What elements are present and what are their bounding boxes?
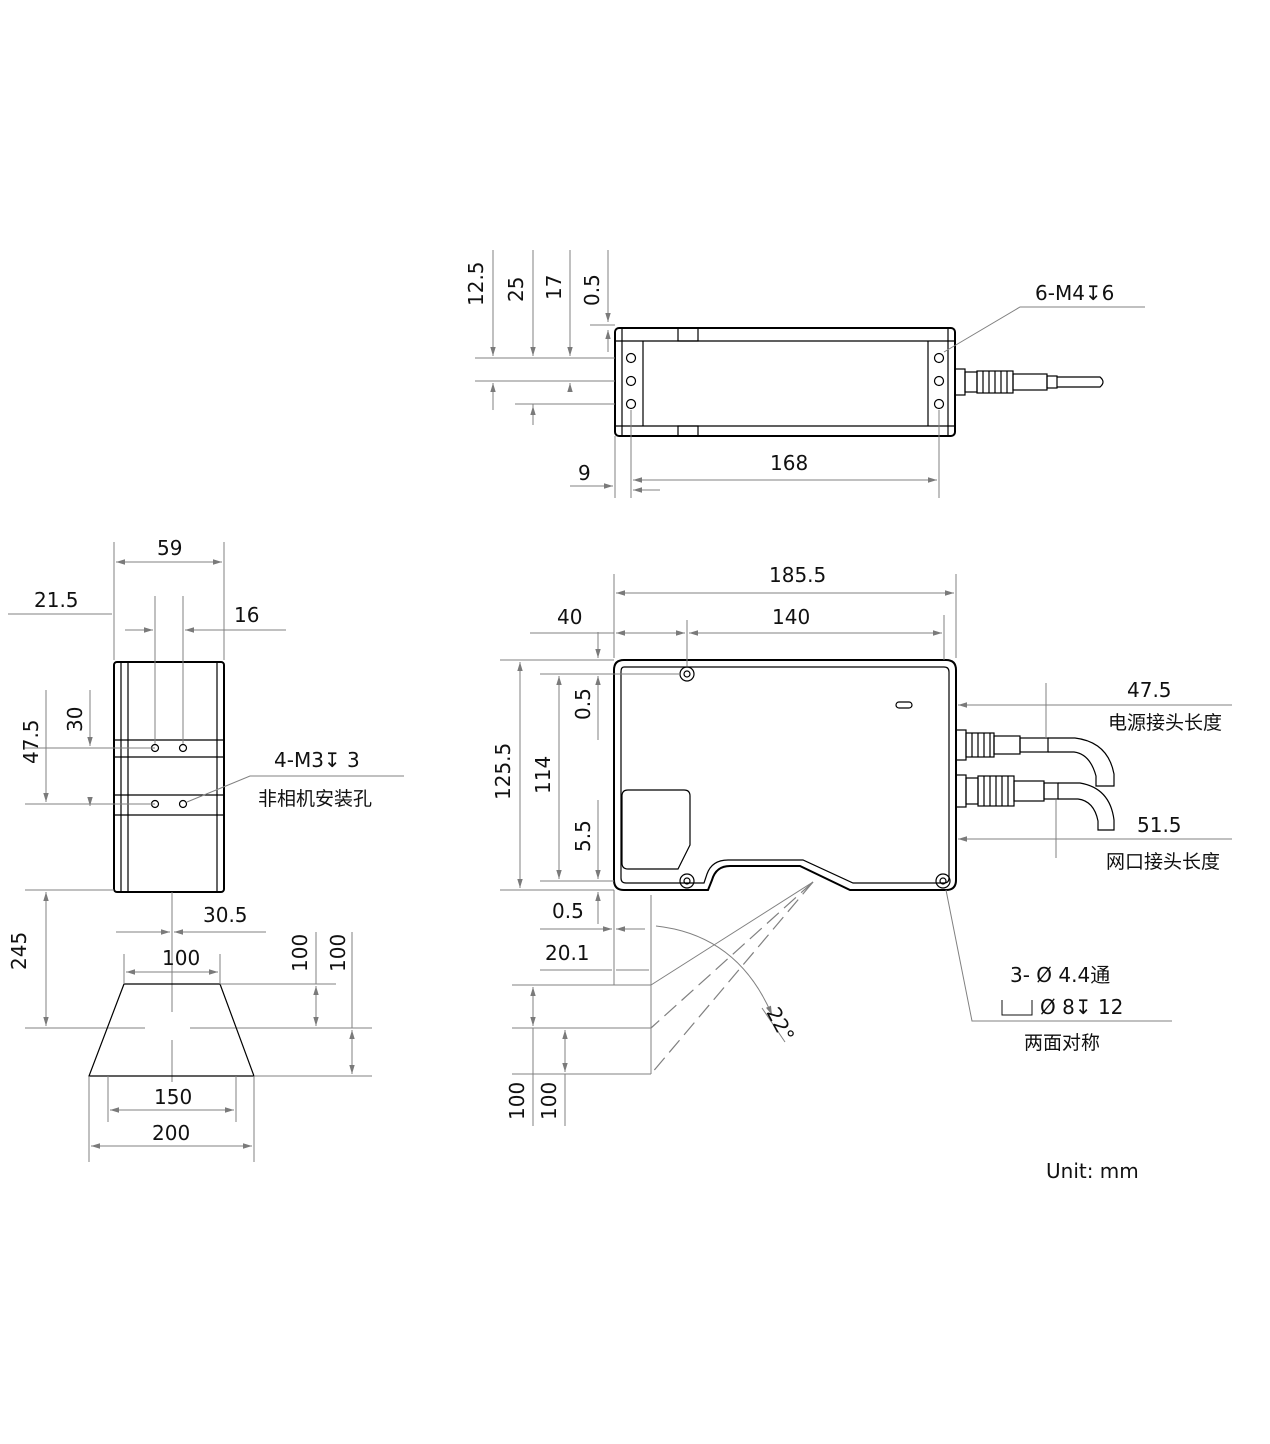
mount-hole bbox=[625, 398, 637, 410]
status-led bbox=[895, 701, 913, 709]
dim-laser-h1: 100 bbox=[505, 1082, 529, 1120]
front-hole bbox=[935, 873, 951, 889]
side-hole bbox=[178, 743, 188, 753]
dim-laser-h2: 100 bbox=[537, 1082, 561, 1120]
hole-note-4m3-sub: 非相机安装孔 bbox=[258, 788, 372, 810]
unit-label: Unit: mm bbox=[1046, 1159, 1139, 1183]
mount-hole bbox=[933, 352, 945, 364]
dim-185-5: 185.5 bbox=[769, 563, 826, 587]
hole-note-3-line2: Ø 8↧ 12 bbox=[1040, 995, 1123, 1019]
dim-59: 59 bbox=[157, 536, 182, 560]
dim-30: 30 bbox=[63, 707, 87, 732]
dim-fov-200: 200 bbox=[152, 1121, 190, 1145]
power-connector bbox=[955, 729, 1115, 787]
front-view: 185.5 40 140 125.5 114 0.5 5.5 0.5 20.1 bbox=[491, 563, 1232, 1126]
mount-hole bbox=[625, 375, 637, 387]
front-hole bbox=[679, 666, 695, 682]
dim-21-5: 21.5 bbox=[34, 588, 79, 612]
dim-125-5: 125.5 bbox=[491, 743, 515, 800]
net-length-value: 51.5 bbox=[1137, 813, 1182, 837]
dim-0-5: 0.5 bbox=[580, 274, 604, 306]
side-view-body bbox=[113, 661, 225, 893]
top-connector bbox=[954, 368, 1104, 396]
dim-30-5: 30.5 bbox=[203, 903, 248, 927]
top-view-body bbox=[614, 327, 956, 437]
mount-hole bbox=[933, 375, 945, 387]
mount-hole bbox=[933, 398, 945, 410]
dim-12-5: 12.5 bbox=[464, 261, 488, 306]
dim-47-5: 47.5 bbox=[19, 719, 43, 764]
dim-9: 9 bbox=[578, 461, 591, 485]
net-length-label: 网口接头长度 bbox=[1106, 851, 1220, 873]
hole-note-6m4: 6-M4↧6 bbox=[1035, 281, 1114, 305]
angle-22: 22° bbox=[762, 1003, 800, 1046]
mount-hole bbox=[625, 352, 637, 364]
dim-245: 245 bbox=[7, 932, 31, 970]
dim-fov-h1: 100 bbox=[288, 934, 312, 972]
dim-fov-150: 150 bbox=[154, 1085, 192, 1109]
dim-20-1: 20.1 bbox=[545, 941, 590, 965]
dim-17: 17 bbox=[542, 275, 566, 300]
dim-5-5: 5.5 bbox=[571, 820, 595, 852]
dim-0-5-edge: 0.5 bbox=[552, 899, 584, 923]
dim-114: 114 bbox=[531, 756, 555, 794]
front-view-body bbox=[613, 659, 957, 891]
hole-note-4m3: 4-M3↧ 3 bbox=[274, 748, 360, 772]
dim-168: 168 bbox=[770, 451, 808, 475]
front-hole bbox=[679, 873, 695, 889]
hole-note-3-line3: 两面对称 bbox=[1024, 1032, 1100, 1054]
power-length-value: 47.5 bbox=[1127, 678, 1172, 702]
dim-fov-100: 100 bbox=[162, 946, 200, 970]
power-length-label: 电源接头长度 bbox=[1108, 712, 1222, 734]
dim-0-5-top: 0.5 bbox=[571, 688, 595, 720]
dim-fov-h2: 100 bbox=[326, 934, 350, 972]
dim-16: 16 bbox=[234, 603, 259, 627]
network-connector bbox=[955, 774, 1115, 831]
dim-140: 140 bbox=[772, 605, 810, 629]
window bbox=[621, 789, 691, 870]
side-hole bbox=[178, 799, 188, 809]
dim-40: 40 bbox=[557, 605, 582, 629]
top-view: 6-M4↧6 12.5 25 17 0.5 9 168 bbox=[464, 250, 1145, 498]
hole-note-3-line1: 3- Ø 4.4通 bbox=[1010, 963, 1110, 987]
side-view: 59 21.5 16 47.5 30 4-M3↧ 3 非相机安装孔 30.5 2… bbox=[7, 536, 404, 1162]
dim-25: 25 bbox=[504, 277, 528, 302]
